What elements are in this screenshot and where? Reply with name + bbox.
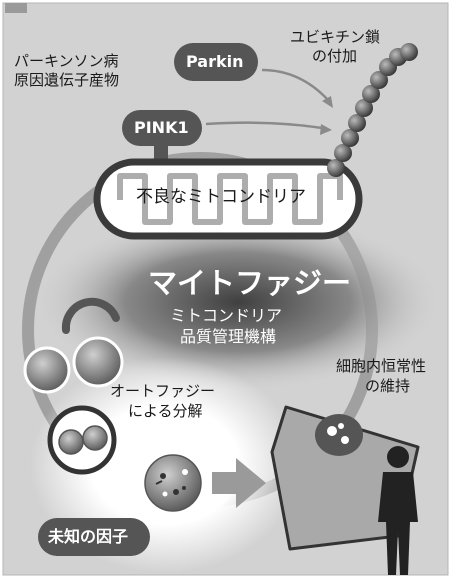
- parkin-arrow: [261, 68, 329, 101]
- homeostasis-label-line1: 細胞内恒常性: [336, 357, 427, 375]
- autophagosome: [47, 405, 117, 475]
- mitophagy-title: マイトファジー: [148, 266, 352, 300]
- right-arrow-icon: [212, 458, 266, 508]
- parkin-pill: [174, 43, 258, 81]
- pink1-pill: [122, 110, 202, 146]
- isolated-mito-right: [72, 336, 124, 388]
- parkin-label: Parkin: [186, 52, 244, 71]
- pd-gene-label-line1: パーキンソン病: [14, 52, 119, 70]
- unknown-factor-label: 未知の因子: [48, 527, 129, 546]
- ubiquitin-label-line1: ユビキチン鎖: [290, 28, 381, 46]
- phagophore: [61, 297, 120, 334]
- parkin-arrowhead: [322, 96, 333, 108]
- mitochondrion: [93, 158, 363, 240]
- autolysosome: [144, 454, 202, 512]
- pink1-label: PINK1: [134, 118, 189, 137]
- pink1-arrowhead: [320, 124, 332, 135]
- center-glow: [33, 212, 443, 392]
- homeostasis-label-line2: の維持: [365, 377, 411, 395]
- ubiquitin-label-line2: の付加: [312, 47, 358, 65]
- isolated-mito-left: [23, 346, 71, 394]
- pink1-arrow: [205, 121, 323, 130]
- defective-mito-label: 不良なミトコンドリア: [136, 187, 306, 207]
- corner-tab: [5, 3, 27, 13]
- autophagy-label-line1: オートファジー: [110, 382, 216, 400]
- mitophagy-subtitle-line2: 品質管理機構: [180, 327, 277, 346]
- mitophagy-subtitle-line1: ミトコンドリア: [170, 306, 283, 325]
- person-silhouette-icon: [378, 446, 418, 575]
- autophagy-label-line2: による分解: [128, 402, 203, 420]
- ubiquitin-chain: [327, 43, 418, 177]
- pd-gene-label-line2: 原因遺伝子産物: [14, 71, 120, 89]
- unknown-factor-pill: [38, 518, 150, 556]
